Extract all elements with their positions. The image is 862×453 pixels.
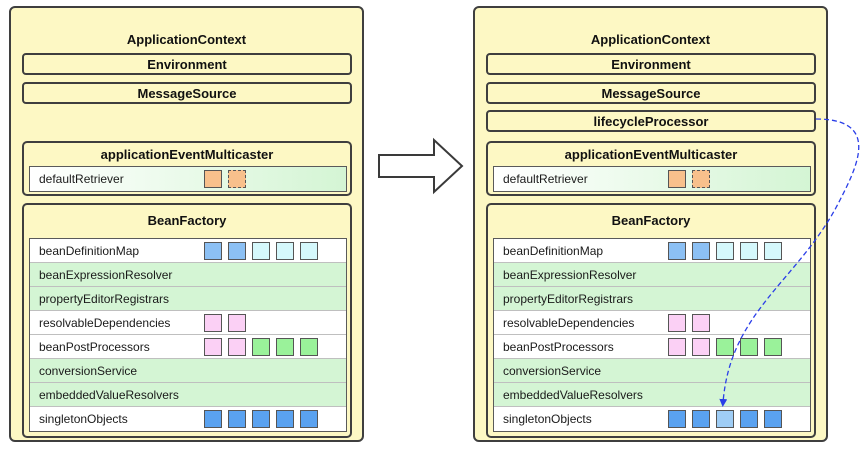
bean-factory-row-label: singletonObjects — [39, 412, 128, 426]
bean-factory-row: conversionService — [494, 359, 810, 383]
bean-factory-row-label: propertyEditorRegistrars — [503, 292, 634, 306]
bean-factory-row-label: resolvableDependencies — [39, 316, 171, 330]
left-singletonObjects-square — [276, 410, 294, 428]
bean-factory-row-label: embeddedValueResolvers — [39, 388, 179, 402]
right-multicaster-rows: defaultRetriever — [493, 166, 811, 192]
right-retriever-square — [692, 170, 710, 188]
left-singletonObjects-square — [228, 410, 246, 428]
left-multicaster-panel: applicationEventMulticaster defaultRetri… — [22, 141, 352, 196]
bean-factory-row: beanDefinitionMap — [30, 239, 346, 263]
bean-factory-row: embeddedValueResolvers — [494, 383, 810, 407]
right-beanPostProcessors-square — [692, 338, 710, 356]
right-multicaster-title: applicationEventMulticaster — [564, 147, 738, 162]
bean-factory-row-label: propertyEditorRegistrars — [39, 292, 170, 306]
bean-factory-row-label: conversionService — [39, 364, 138, 378]
bean-factory-row-label: embeddedValueResolvers — [503, 388, 643, 402]
left-message-source-box: MessageSource — [22, 82, 352, 104]
left-environment-box: Environment — [22, 53, 352, 75]
left-resolvableDependencies-square — [204, 314, 222, 332]
right-environment-box: Environment — [486, 53, 816, 75]
right-arrow-icon — [378, 137, 464, 195]
right-bean-factory-panel: BeanFactory beanDefinitionMap beanExpress… — [486, 203, 816, 438]
right-singletonObjects-square — [692, 410, 710, 428]
bean-factory-row: singletonObjects — [30, 407, 346, 431]
right-singletonObjects-square — [740, 410, 758, 428]
left-beanDefinitionMap-square — [252, 242, 270, 260]
bean-factory-row: beanExpressionResolver — [494, 263, 810, 287]
right-beanDefinitionMap-square — [716, 242, 734, 260]
left-beanPostProcessors-square — [276, 338, 294, 356]
bean-factory-row: singletonObjects — [494, 407, 810, 431]
right-default-retriever-label: defaultRetriever — [503, 172, 588, 186]
bean-factory-row-label: conversionService — [503, 364, 602, 378]
left-retriever-square — [228, 170, 246, 188]
right-beanPostProcessors-square — [764, 338, 782, 356]
right-singletonObjects-square — [764, 410, 782, 428]
bean-factory-row: conversionService — [30, 359, 346, 383]
right-lifecycle-processor-box: lifecycleProcessor — [486, 110, 816, 132]
right-bean-factory-rows: beanDefinitionMap beanExpressionResolver p… — [493, 238, 811, 432]
bean-factory-row: beanExpressionResolver — [30, 263, 346, 287]
left-multicaster-title: applicationEventMulticaster — [100, 147, 274, 162]
bean-factory-row-label: beanExpressionResolver — [503, 268, 637, 282]
left-context-title: ApplicationContext — [126, 32, 247, 47]
left-beanDefinitionMap-square — [204, 242, 222, 260]
right-singletonObjects-square — [668, 410, 686, 428]
bean-factory-row: beanDefinitionMap — [494, 239, 810, 263]
bean-factory-row-label: beanDefinitionMap — [39, 244, 140, 258]
bean-factory-row: resolvableDependencies — [494, 311, 810, 335]
right-singletonObjects-square — [716, 410, 734, 428]
left-retriever-square — [204, 170, 222, 188]
bean-factory-row-label: beanDefinitionMap — [503, 244, 604, 258]
left-bean-factory-panel: BeanFactory beanDefinitionMap beanExpress… — [22, 203, 352, 438]
right-message-source-box: MessageSource — [486, 82, 816, 104]
bean-factory-row: propertyEditorRegistrars — [494, 287, 810, 311]
left-singletonObjects-square — [252, 410, 270, 428]
bean-factory-row-label: beanExpressionResolver — [39, 268, 173, 282]
left-resolvableDependencies-square — [228, 314, 246, 332]
right-beanDefinitionMap-square — [692, 242, 710, 260]
left-beanPostProcessors-square — [252, 338, 270, 356]
bean-factory-row-label: singletonObjects — [503, 412, 592, 426]
bean-factory-row: embeddedValueResolvers — [30, 383, 346, 407]
left-bean-factory-rows: beanDefinitionMap beanExpressionResolver p… — [29, 238, 347, 432]
right-bean-factory-title: BeanFactory — [611, 213, 691, 228]
right-resolvableDependencies-square — [692, 314, 710, 332]
right-default-retriever-row: defaultRetriever — [494, 167, 810, 191]
bean-factory-row: resolvableDependencies — [30, 311, 346, 335]
bean-factory-row: propertyEditorRegistrars — [30, 287, 346, 311]
right-beanPostProcessors-square — [740, 338, 758, 356]
left-beanDefinitionMap-square — [300, 242, 318, 260]
left-singletonObjects-square — [204, 410, 222, 428]
bean-factory-row-label: beanPostProcessors — [503, 340, 614, 354]
right-application-context: ApplicationContext Environment MessageSo… — [473, 6, 828, 442]
left-multicaster-rows: defaultRetriever — [29, 166, 347, 192]
right-beanDefinitionMap-square — [740, 242, 758, 260]
bean-factory-row-label: beanPostProcessors — [39, 340, 150, 354]
bean-factory-row: beanPostProcessors — [494, 335, 810, 359]
left-beanPostProcessors-square — [204, 338, 222, 356]
right-retriever-square — [668, 170, 686, 188]
right-beanPostProcessors-square — [716, 338, 734, 356]
bean-factory-row: beanPostProcessors — [30, 335, 346, 359]
right-beanDefinitionMap-square — [764, 242, 782, 260]
right-multicaster-panel: applicationEventMulticaster defaultRetri… — [486, 141, 816, 196]
left-beanPostProcessors-square — [228, 338, 246, 356]
left-singletonObjects-square — [300, 410, 318, 428]
left-default-retriever-row: defaultRetriever — [30, 167, 346, 191]
left-application-context: ApplicationContext Environment MessageSo… — [9, 6, 364, 442]
left-default-retriever-label: defaultRetriever — [39, 172, 124, 186]
left-beanPostProcessors-square — [300, 338, 318, 356]
right-context-title: ApplicationContext — [590, 32, 711, 47]
right-beanDefinitionMap-square — [668, 242, 686, 260]
left-beanDefinitionMap-square — [276, 242, 294, 260]
bean-factory-row-label: resolvableDependencies — [503, 316, 635, 330]
right-beanPostProcessors-square — [668, 338, 686, 356]
left-bean-factory-title: BeanFactory — [147, 213, 227, 228]
left-beanDefinitionMap-square — [228, 242, 246, 260]
right-resolvableDependencies-square — [668, 314, 686, 332]
